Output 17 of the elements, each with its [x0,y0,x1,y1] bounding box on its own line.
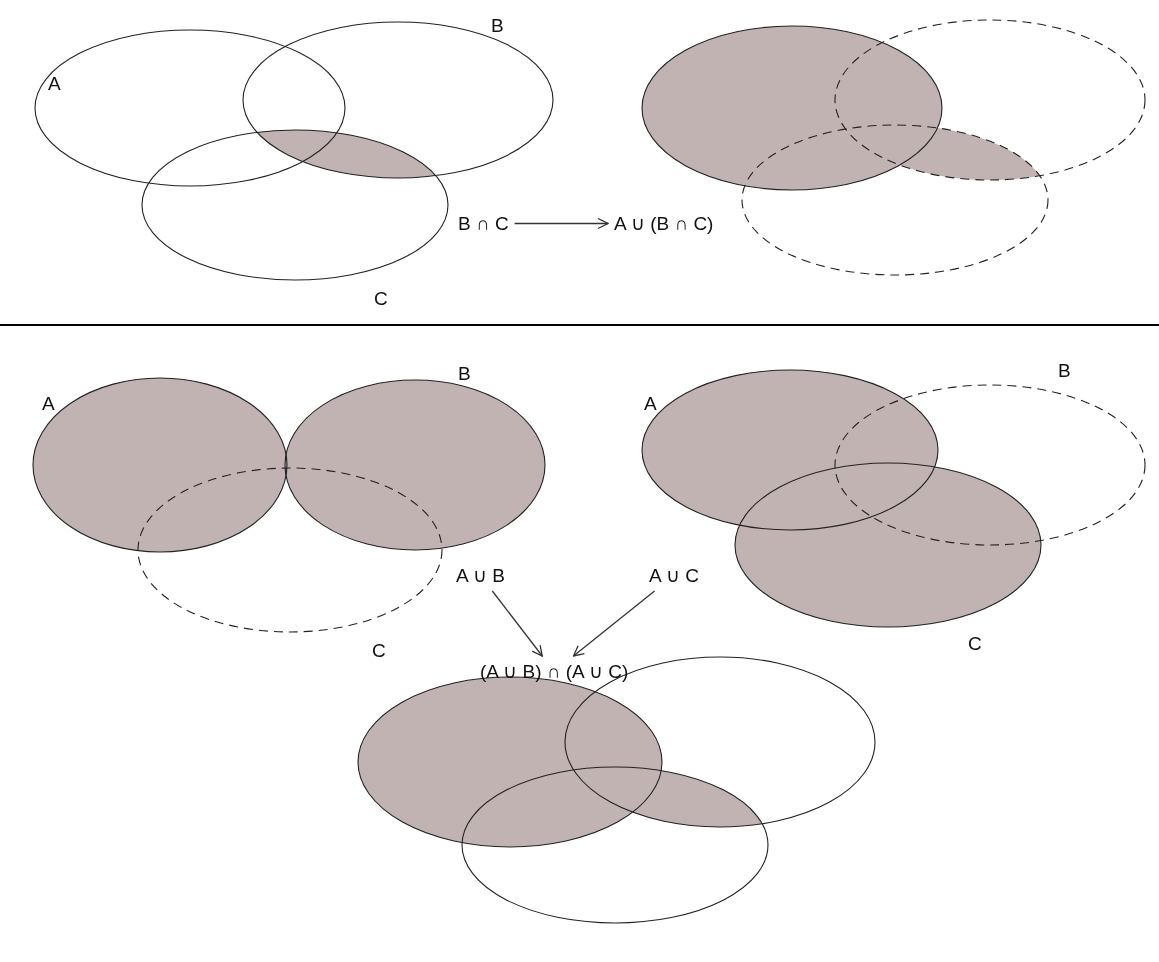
set-label: A [47,72,62,96]
set-label: C [371,639,387,663]
set-label: B [457,362,472,386]
set-label: A [41,392,56,416]
set-label: B [490,14,505,38]
set-label: B [1057,359,1072,383]
arrow [572,590,656,657]
set-label: C [967,632,983,656]
set-expression: (A ∪ B) ∩ (A ∪ C) [474,656,635,687]
set-expression: A ∪ B [450,560,511,591]
set-label: A [643,392,658,416]
set-label: C [373,287,389,311]
arrow [491,590,543,657]
set-expression: A ∪ C [643,560,705,591]
arrow [513,217,609,230]
set-expression: A ∪ (B ∩ C) [608,208,720,239]
set-expression: B ∩ C [452,208,515,239]
